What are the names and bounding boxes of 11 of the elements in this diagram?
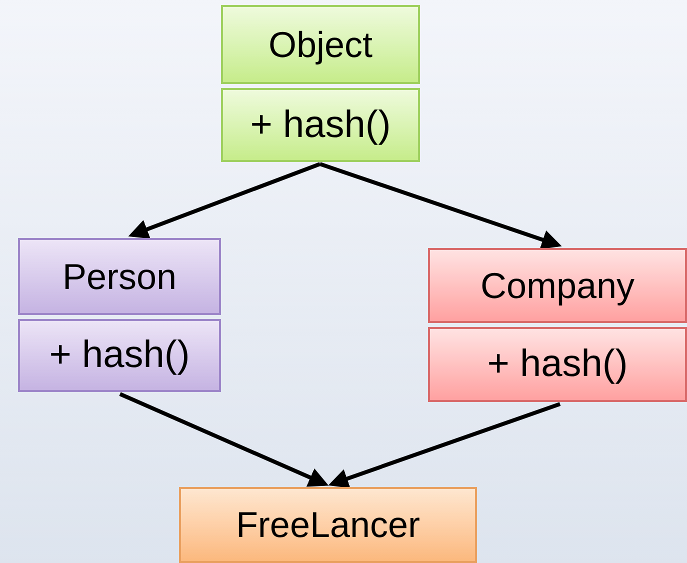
class-name-box: Company — [428, 248, 687, 323]
class-name-box: Object — [221, 5, 420, 84]
method-box: + hash() — [221, 88, 420, 162]
arrow — [119, 392, 329, 487]
arrow — [328, 402, 561, 488]
method-box: + hash() — [18, 319, 221, 392]
arrow — [128, 162, 321, 239]
arrow — [319, 162, 562, 250]
class-name-box: FreeLancer — [179, 487, 477, 563]
class-name-box: Person — [18, 238, 221, 315]
method-box: + hash() — [428, 327, 687, 402]
